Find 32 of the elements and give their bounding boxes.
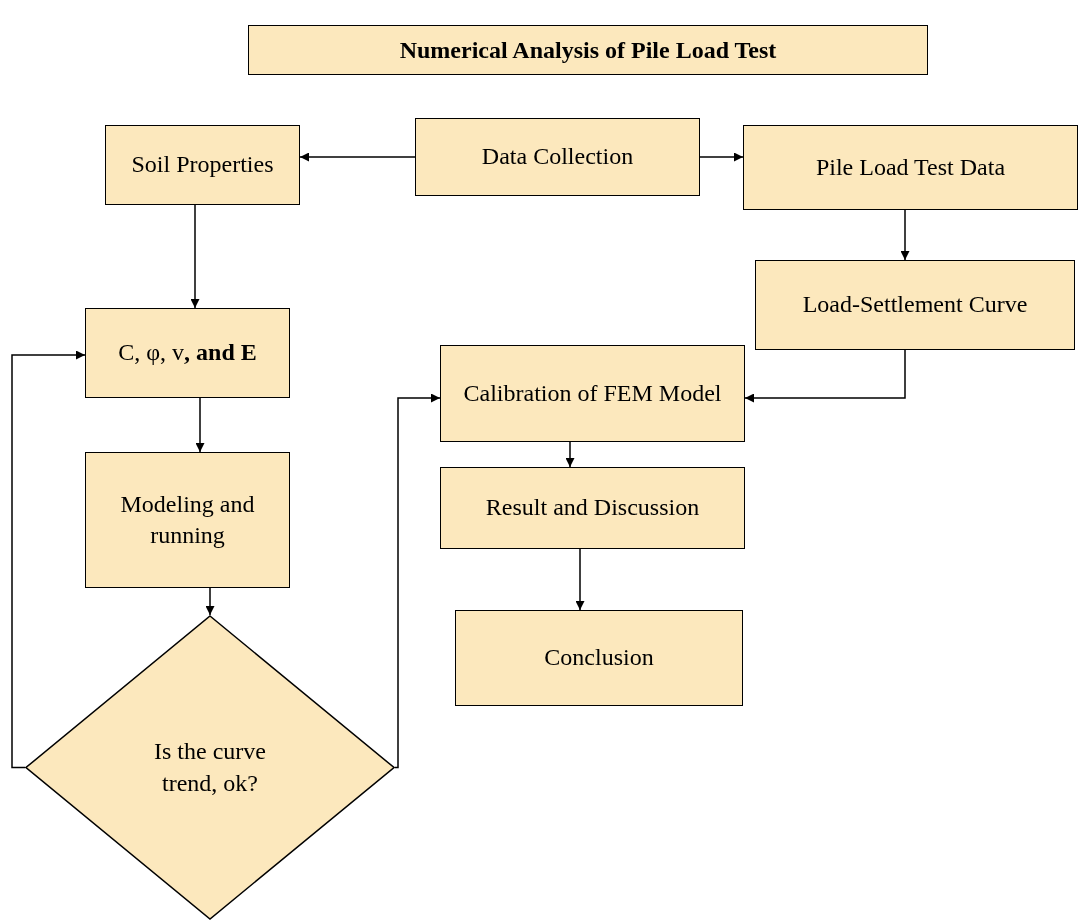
title: Numerical Analysis of Pile Load Test	[399, 36, 777, 64]
arrow	[299, 152, 416, 162]
process-box	[455, 610, 743, 706]
arrow	[195, 397, 205, 453]
arrow	[565, 441, 575, 468]
box-label: Modeling and running	[119, 489, 256, 550]
arrow	[190, 204, 200, 309]
box-label: Calibration of FEM Model	[462, 378, 723, 408]
box-label: Data Collection	[480, 142, 635, 172]
box-label: C, φ, v, and E	[117, 338, 258, 368]
box-label: Conclusion	[543, 643, 655, 673]
box-label: Pile Load Test Data	[814, 152, 1007, 182]
process-box	[440, 467, 745, 549]
arrow	[11, 350, 86, 769]
process-box	[415, 118, 700, 196]
box-label: Soil Properties	[130, 150, 275, 180]
process-box	[85, 452, 290, 588]
arrow	[394, 393, 441, 769]
arrow	[699, 152, 744, 162]
box-label: Load-Settlement Curve	[801, 290, 1029, 320]
process-box	[85, 308, 290, 398]
arrow	[744, 349, 906, 403]
decision-diamond	[25, 615, 395, 920]
arrow	[205, 587, 215, 616]
process-box	[105, 125, 300, 205]
process-box	[440, 345, 745, 442]
process-box	[755, 260, 1075, 350]
arrow	[575, 548, 585, 611]
process-box	[743, 125, 1078, 210]
box-label: Result and Discussion	[484, 493, 701, 523]
arrow	[900, 209, 910, 261]
box-label: Is the curve trend, ok?	[153, 737, 267, 798]
